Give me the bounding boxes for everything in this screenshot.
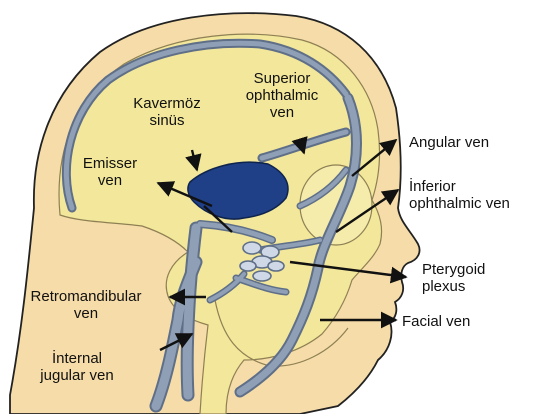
label-facial: Facial ven xyxy=(402,313,470,330)
label-emisser: Emisser ven xyxy=(70,155,150,189)
label-pterygoid: Pterygoid plexus xyxy=(422,261,485,295)
label-angular: Angular ven xyxy=(409,134,489,151)
label-retromandibular: Retromandibular ven xyxy=(6,288,166,322)
label-internal-jugular: İnternal jugular ven xyxy=(22,350,132,384)
label-superior-ophthalmic: Superior ophthalmic ven xyxy=(232,70,332,121)
label-kavernoz-sinus: Kavermöz sinüs xyxy=(119,95,215,129)
label-inferior-ophthalmic: İnferior ophthalmic ven xyxy=(409,178,510,212)
